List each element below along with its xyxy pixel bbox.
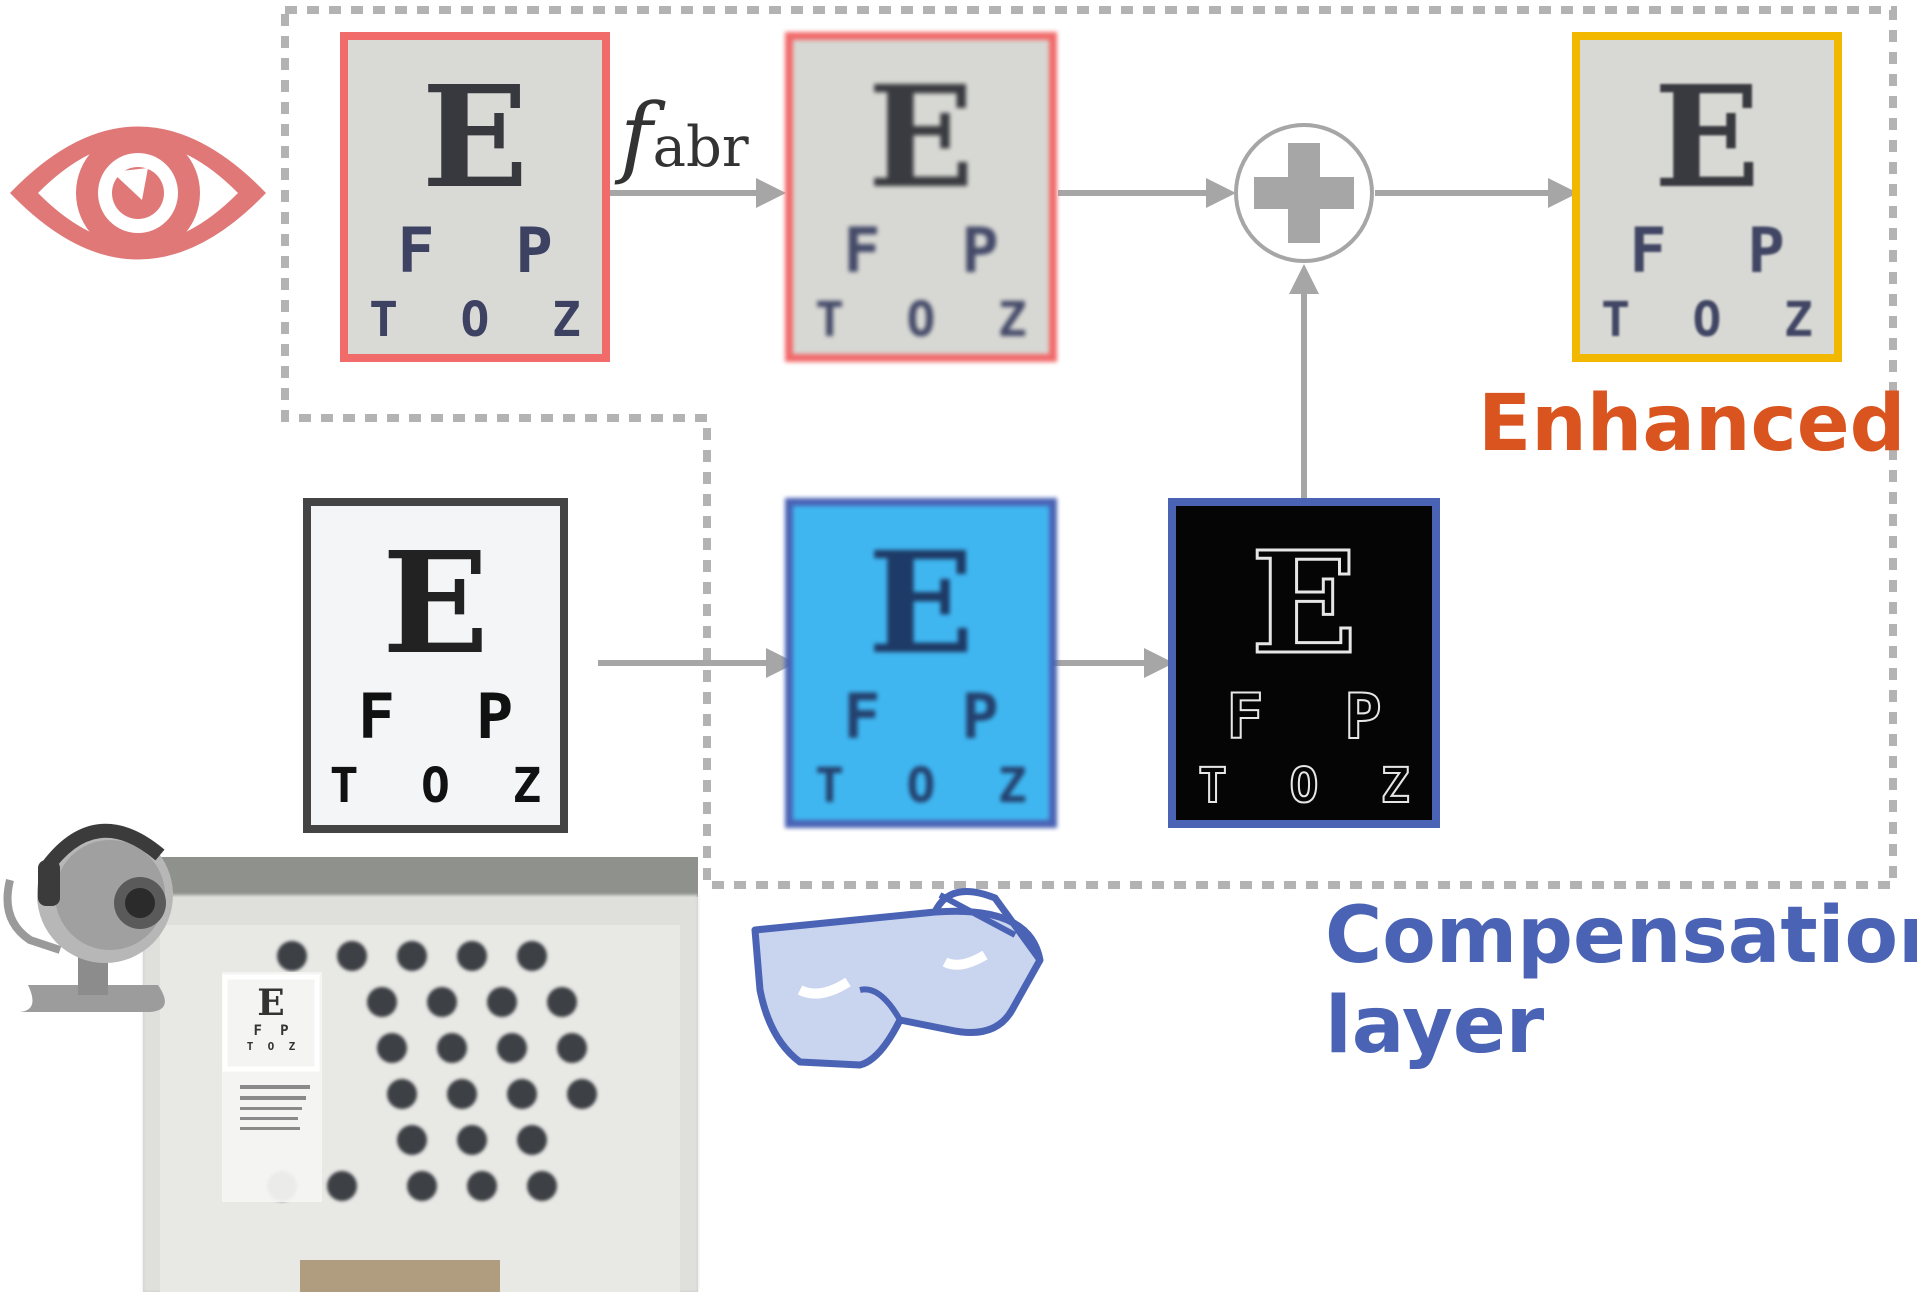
webcam-icon: [3, 823, 173, 1012]
reference-eye-chart: E F P T O Z: [303, 498, 568, 833]
chart-line-2: F P: [397, 214, 575, 287]
compensation-layer-chart: E F P T O Z: [1168, 498, 1440, 828]
chart-line-3: T O Z: [1601, 292, 1830, 348]
compensation-label-line-1: Compensation: [1325, 891, 1917, 981]
plus-icon: [1234, 123, 1374, 263]
captured-eye-chart: E F P T O Z: [785, 498, 1057, 828]
chart-line-2: F P: [843, 214, 1021, 287]
chart-line-3: T O Z: [246, 1040, 300, 1053]
chart-line-1: E: [1249, 522, 1359, 686]
function-symbol: f: [620, 84, 653, 187]
eye-icon: [10, 126, 266, 260]
compensation-layer-label: Compensation layer: [1325, 891, 1917, 1071]
chart-line-2: F P: [1225, 680, 1404, 753]
chart-line-3: T O Z: [369, 292, 598, 348]
original-eye-chart: E F P T O Z: [340, 32, 610, 362]
chart-line-2: F P: [357, 680, 535, 753]
chart-line-1: E: [867, 56, 975, 220]
chart-line-1: E: [257, 982, 285, 1024]
photo-eye-chart: E F P T O Z: [225, 977, 317, 1069]
chart-line-3: T O Z: [1197, 758, 1427, 814]
chart-line-2: F P: [1629, 214, 1807, 287]
enhanced-eye-chart: E F P T O Z: [1572, 32, 1842, 362]
chart-line-2: F P: [843, 680, 1021, 753]
chart-line-3: T O Z: [815, 292, 1044, 348]
chart-line-1: E: [382, 522, 489, 686]
aberration-function-label: fabr: [620, 92, 749, 180]
compensation-region-outline: [281, 6, 1897, 889]
chart-line-1: E: [867, 522, 975, 686]
compensation-label-line-2: layer: [1325, 980, 1545, 1071]
aberrated-eye-chart: E F P T O Z: [785, 32, 1057, 362]
glasses-icon: [751, 888, 1044, 1069]
chart-line-3: T O Z: [815, 758, 1044, 814]
chart-line-1: E: [1653, 56, 1761, 220]
chart-line-2: F P: [253, 1023, 294, 1039]
camera-setup-photo: [143, 857, 698, 1292]
chart-line-1: E: [421, 56, 529, 220]
chart-line-3: T O Z: [329, 758, 559, 814]
function-subscript: abr: [652, 115, 749, 180]
enhanced-label: Enhanced: [1478, 379, 1906, 469]
